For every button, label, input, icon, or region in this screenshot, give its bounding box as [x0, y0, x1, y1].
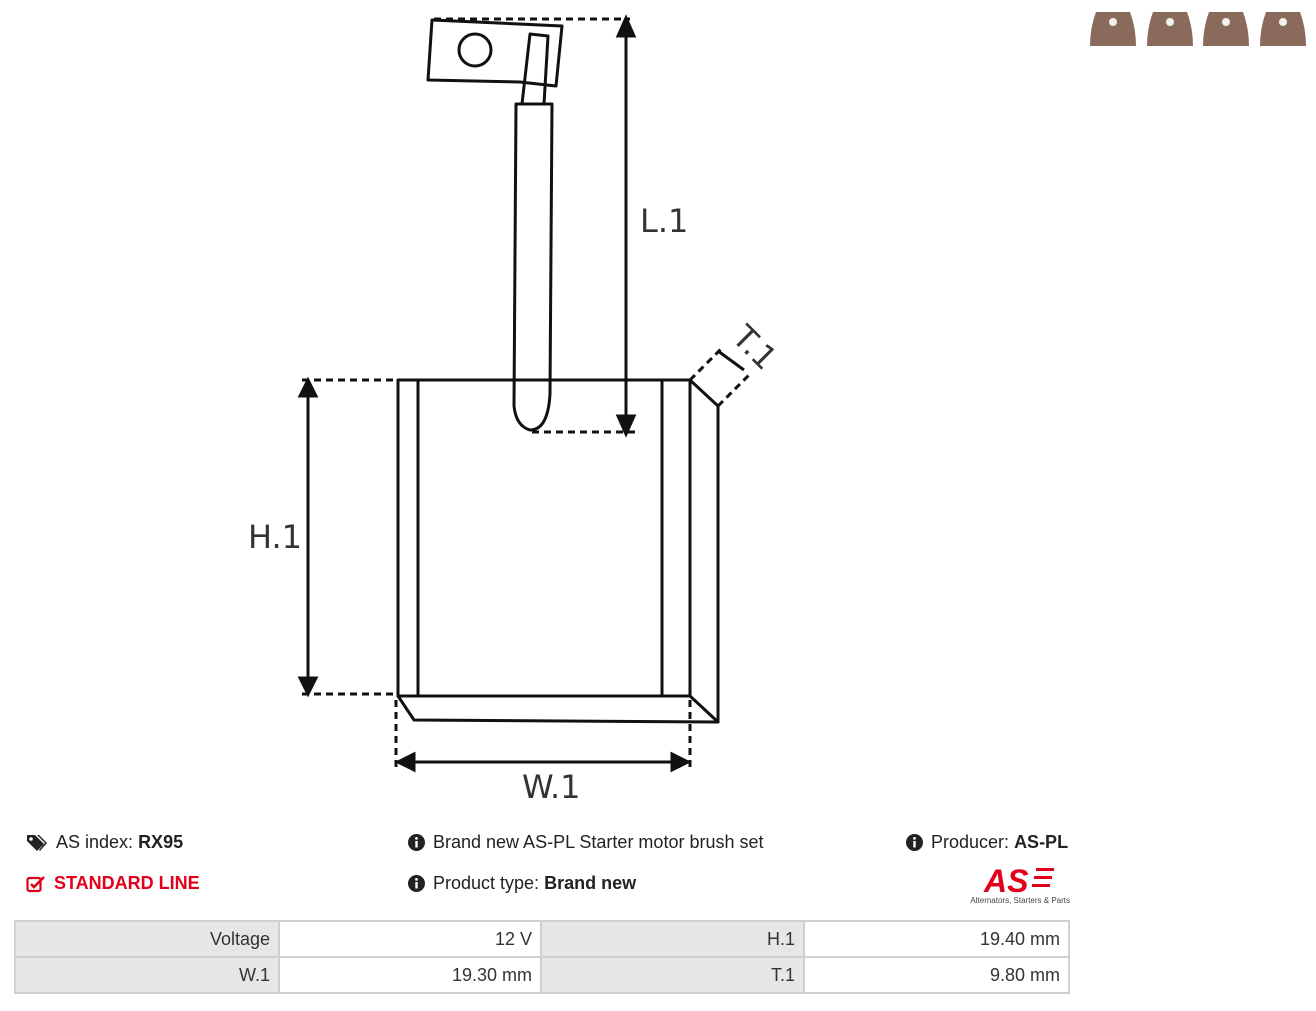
table-row: W.1 19.30 mm T.1 9.80 mm	[14, 956, 1070, 994]
product-description: Brand new AS-PL Starter motor brush set	[408, 832, 764, 853]
as-index-value: RX95	[138, 832, 184, 852]
product-line: STANDARD LINE	[26, 873, 200, 894]
terminal-hole	[457, 32, 493, 68]
spec-value: 19.30 mm	[278, 956, 542, 994]
spec-value: 9.80 mm	[803, 956, 1070, 994]
thumbnail-3[interactable]	[1203, 10, 1249, 47]
info-icon	[408, 875, 425, 892]
as-pl-logo: AS Alternators, Starters & Parts	[962, 864, 1070, 908]
spec-key: T.1	[540, 956, 805, 994]
logo-mark: AS	[983, 864, 1029, 896]
label-h1: H.1	[248, 518, 302, 556]
label-l1: L.1	[640, 202, 688, 240]
thumbnail-1[interactable]	[1090, 10, 1136, 47]
wire-lead	[512, 102, 554, 432]
as-index-label: AS index:	[56, 832, 134, 852]
as-index: AS index: RX95	[26, 832, 183, 853]
tags-icon	[26, 833, 48, 853]
spec-value: 19.40 mm	[803, 920, 1070, 958]
brush-technical-drawing: L.1 H.1 W.1 T.1	[248, 14, 785, 806]
terminal-lug	[426, 18, 564, 88]
thumbnail-2[interactable]	[1147, 10, 1193, 47]
product-type-value: Brand new	[544, 873, 637, 893]
info-icon	[906, 834, 923, 851]
label-w1: W.1	[522, 768, 581, 806]
spec-key: H.1	[540, 920, 805, 958]
brush-body	[396, 378, 692, 698]
product-line-label: STANDARD LINE	[54, 873, 200, 893]
product-type: Product type: Brand new	[408, 873, 636, 894]
wire-strip	[520, 32, 550, 106]
table-row: Voltage 12 V H.1 19.40 mm	[14, 920, 1070, 958]
label-t1: T.1	[724, 317, 784, 377]
spec-table: Voltage 12 V H.1 19.40 mm W.1 19.30 mm T…	[14, 920, 1070, 994]
producer-value: AS-PL	[1014, 832, 1069, 852]
spec-value: 12 V	[278, 920, 542, 958]
product-thumbnails	[1090, 10, 1310, 48]
spec-key: Voltage	[14, 920, 280, 958]
producer-label: Producer:	[931, 832, 1010, 852]
checkbox-icon	[26, 875, 46, 893]
logo-tagline: Alternators, Starters & Parts	[970, 896, 1070, 905]
spec-key: W.1	[14, 956, 280, 994]
product-type-label: Product type:	[433, 873, 540, 893]
description-text: Brand new AS-PL Starter motor brush set	[433, 832, 764, 852]
info-icon	[408, 834, 425, 851]
thumbnail-4[interactable]	[1260, 10, 1306, 47]
producer: Producer: AS-PL	[906, 832, 1068, 853]
